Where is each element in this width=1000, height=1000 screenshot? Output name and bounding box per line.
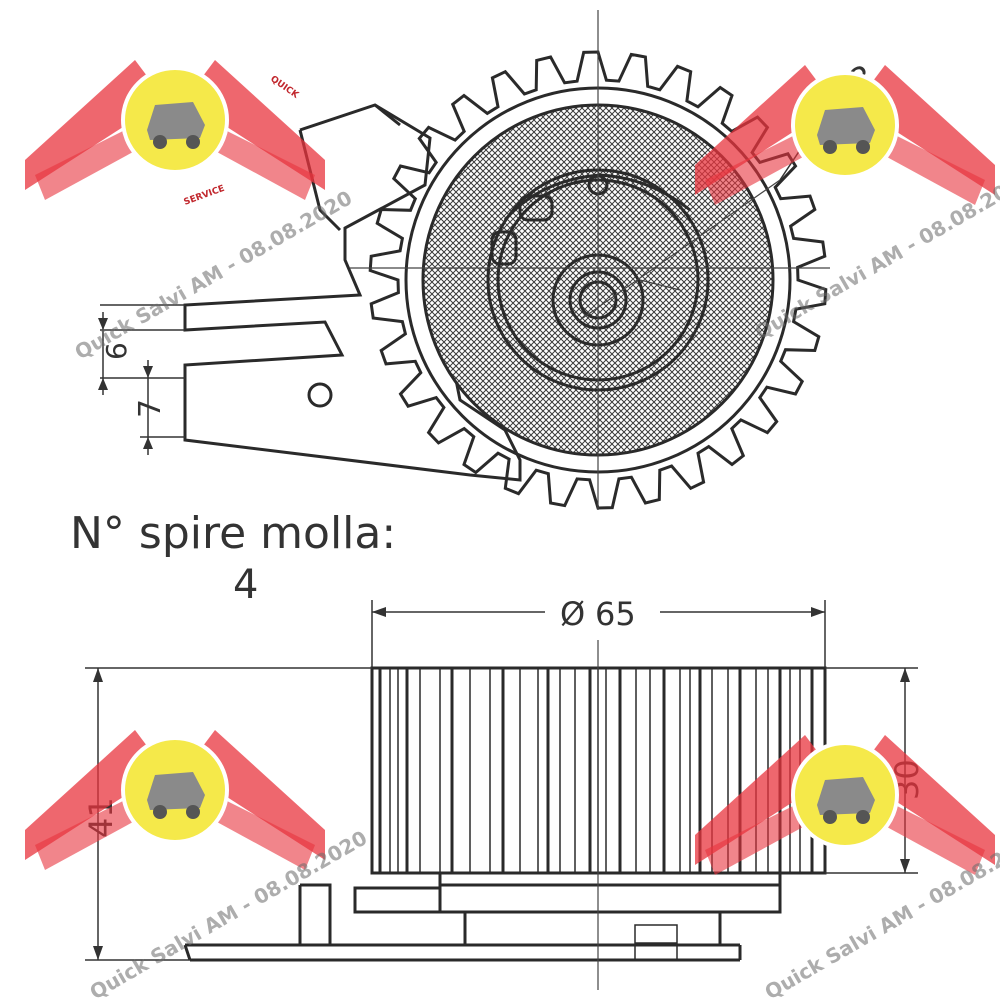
- watermark-logo-bottom-left: [23, 728, 327, 872]
- dim-7-label: 7: [133, 399, 168, 418]
- watermark-logo-top-right: [693, 63, 997, 207]
- svg-text:SERVICE: SERVICE: [183, 184, 226, 208]
- watermark-logo-top-left: QUICK SERVICE: [23, 58, 327, 208]
- tensioner-base: [438, 873, 782, 887]
- bracket-hole: [307, 382, 333, 408]
- dim-6-label: 6: [100, 342, 133, 360]
- spring-turns-label: N° spire molla:: [70, 508, 396, 559]
- dim-diameter-label: 65: [595, 595, 636, 633]
- slot-dimensions: 6 7: [98, 304, 185, 455]
- top-view: 8: [183, 10, 881, 510]
- spring-turns-value: 4: [233, 562, 258, 608]
- watermark-text-bottom-left: Quick Salvi AM - 08.08.2020: [86, 826, 372, 1000]
- watermark-text-top-left: Quick Salvi AM - 08.08.2020: [71, 186, 357, 365]
- dim-diameter-symbol: Ø: [560, 595, 585, 633]
- svg-text:QUICK: QUICK: [268, 74, 301, 101]
